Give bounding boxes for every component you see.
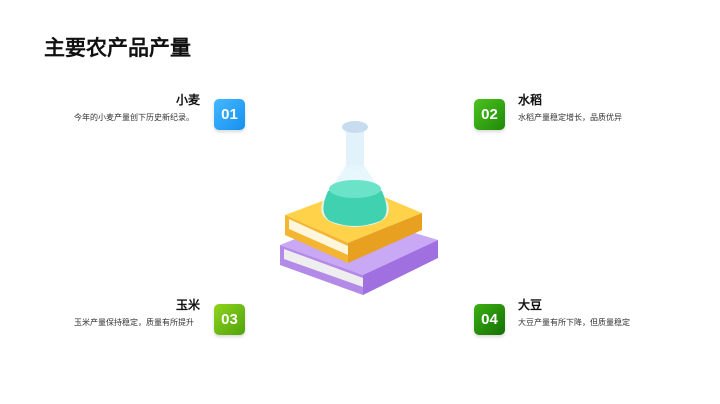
flask-icon [321, 121, 389, 227]
badge-02: 02 [474, 99, 505, 130]
item-title-soybean: 大豆 [518, 298, 543, 312]
item-title-wheat: 小麦 [175, 93, 200, 107]
item-title-rice: 水稻 [518, 93, 543, 107]
page-title: 主要农产品产量 [44, 36, 191, 60]
item-desc-rice: 水稻产量稳定增长，品质优异 [518, 113, 622, 122]
books-flask-illustration [280, 121, 438, 295]
badge-04: 04 [474, 304, 505, 335]
badge-01: 01 [214, 99, 245, 130]
badge-03: 03 [214, 304, 245, 335]
item-desc-wheat: 今年的小麦产量创下历史新纪录。 [74, 113, 194, 122]
item-desc-corn: 玉米产量保持稳定，质量有所提升 [74, 318, 194, 327]
item-title-corn: 玉米 [175, 298, 200, 312]
item-desc-soybean: 大豆产量有所下降，但质量稳定 [518, 318, 630, 327]
